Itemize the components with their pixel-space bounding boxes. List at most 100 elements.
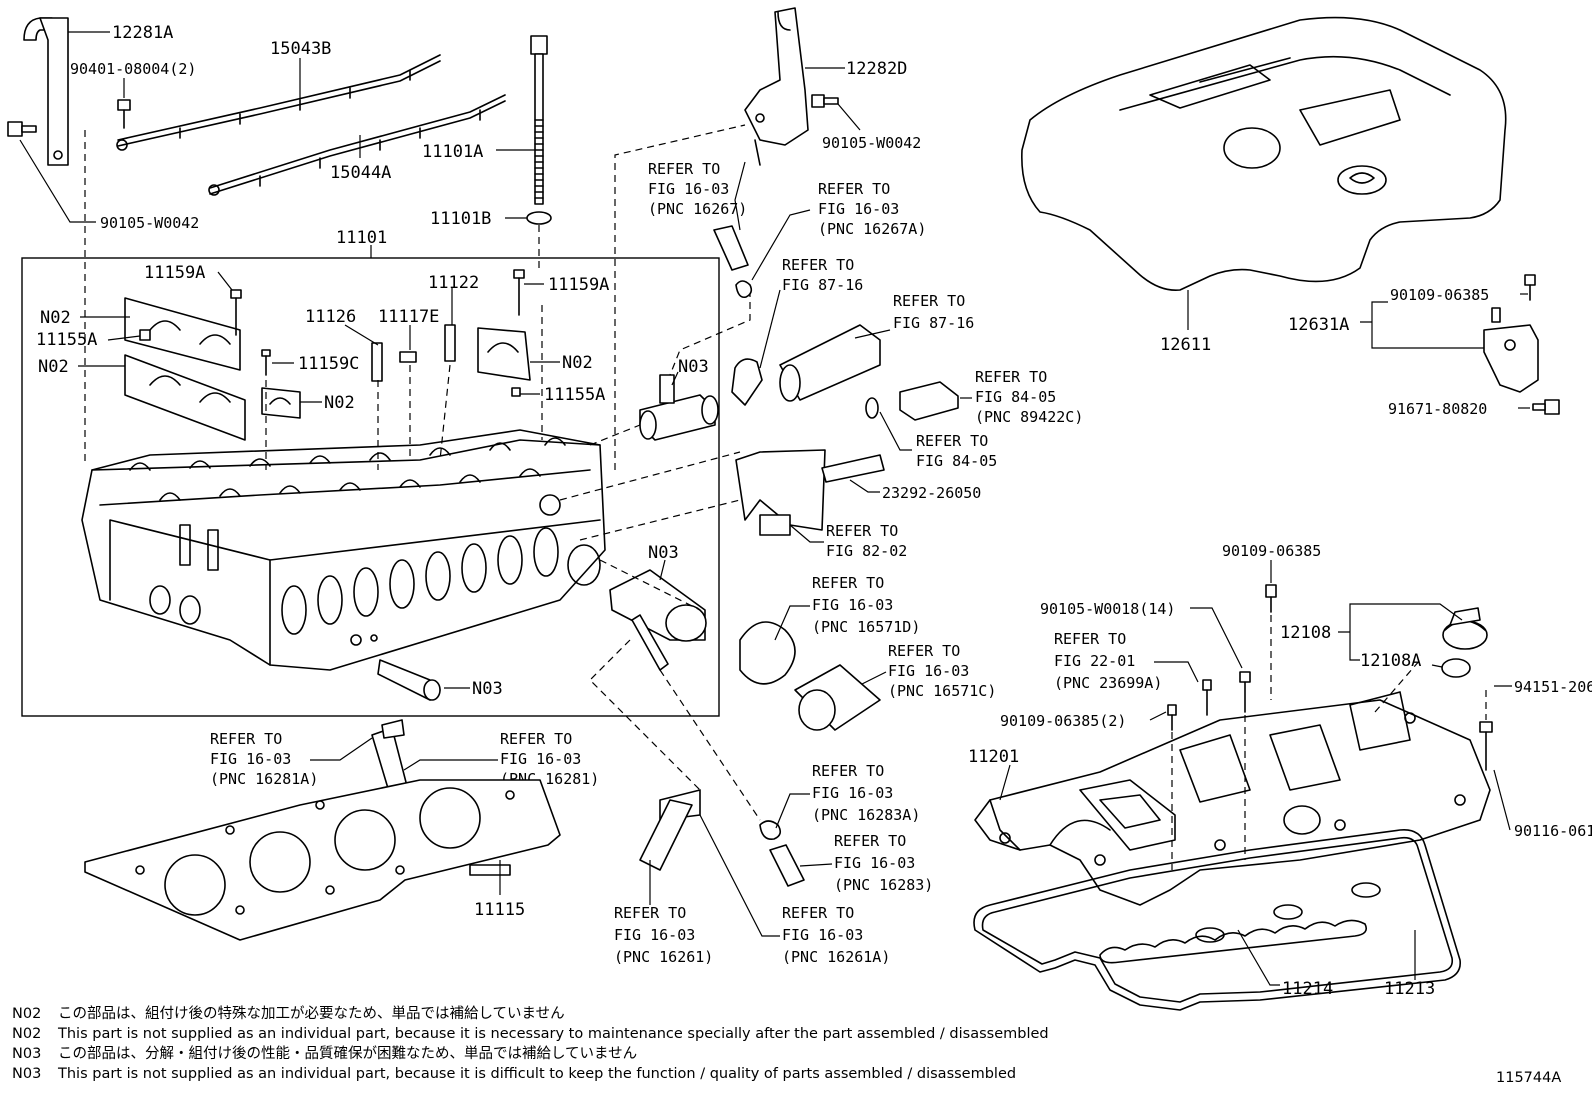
note-code: N02 (12, 1006, 41, 1022)
callout-N02-d: N02 (324, 393, 355, 413)
callout-23292-26050: 23292-26050 (882, 484, 981, 502)
callout-12281A: 12281A (112, 23, 173, 43)
bracket-12282D (744, 7, 809, 166)
refer-r13: REFER TO FIG 16-03 (PNC 16283A) (812, 762, 920, 824)
callout-N03-b: N03 (648, 543, 679, 563)
hoses (371, 225, 881, 887)
svg-text:REFER TO: REFER TO (500, 730, 572, 748)
callout-11122: 11122 (428, 273, 479, 293)
svg-text:REFER TO: REFER TO (975, 368, 1047, 386)
svg-text:FIG 16-03: FIG 16-03 (818, 200, 899, 218)
svg-text:(PNC 16283A): (PNC 16283A) (812, 806, 920, 824)
refer-r9: REFER TO FIG 16-03 (PNC 16571C) (888, 642, 996, 700)
spark-plug-gaskets (1099, 882, 1381, 964)
note-text: This part is not supplied as an individu… (57, 1026, 1049, 1042)
svg-text:REFER TO: REFER TO (1054, 630, 1126, 648)
callout-11159A-right: 11159A (548, 275, 609, 295)
fitting-N03-low (377, 659, 441, 701)
cylinder-head (81, 429, 606, 671)
callout-90401-08004: 90401-08004(2) (70, 60, 196, 78)
callout-11101: 11101 (336, 228, 387, 248)
svg-text:FIG 16-03: FIG 16-03 (888, 662, 969, 680)
callout-11117E: 11117E (378, 307, 439, 327)
callout-N02-b: N02 (38, 357, 69, 377)
refer-r11: REFER TO FIG 16-03 (PNC 16281A) (210, 730, 318, 788)
callout-90109-06385-a: 90109-06385 (1390, 286, 1489, 304)
note-text: This part is not supplied as an individu… (57, 1066, 1016, 1082)
oil-filler-cap (1441, 607, 1488, 678)
svg-text:FIG 16-03: FIG 16-03 (500, 750, 581, 768)
note-code: N02 (12, 1026, 41, 1042)
svg-text:(PNC 16283): (PNC 16283) (834, 876, 933, 894)
svg-text:(PNC 16571C): (PNC 16571C) (888, 682, 996, 700)
callout-11214: 11214 (1282, 979, 1333, 999)
harness-clamps (116, 54, 506, 196)
bolt-90105-left (7, 121, 37, 137)
valve-cover-bolts (1167, 584, 1493, 771)
refer-r15: REFER TO FIG 16-03 (PNC 16261) (614, 904, 713, 966)
fitting-N03-mid (609, 569, 707, 671)
svg-text:FIG 22-01: FIG 22-01 (1054, 652, 1135, 670)
callout-11126: 11126 (305, 307, 356, 327)
svg-text:FIG 16-03: FIG 16-03 (812, 784, 893, 802)
svg-text:REFER TO: REFER TO (834, 832, 906, 850)
callout-11155A-right: 11155A (544, 385, 605, 405)
callout-11101B: 11101B (430, 209, 491, 229)
head-bolt-11101A (526, 35, 552, 225)
svg-text:FIG 84-05: FIG 84-05 (975, 388, 1056, 406)
refer-r16: REFER TO FIG 16-03 (PNC 16261A) (782, 904, 890, 966)
svg-text:REFER TO: REFER TO (826, 522, 898, 540)
footnotes: N02 この部品は、組付け後の特殊な加工が必要なため、単品では補給していません … (12, 1005, 1049, 1082)
refer-r3: REFER TO FIG 87-16 (782, 256, 863, 294)
refer-r5: REFER TO FIG 84-05 (PNC 89422C) (975, 368, 1083, 426)
svg-text:FIG 16-03: FIG 16-03 (834, 854, 915, 872)
note-text: この部品は、組付け後の特殊な加工が必要なため、単品では補給していません (58, 1005, 565, 1022)
callout-11201: 11201 (968, 747, 1019, 767)
refer-r8: REFER TO FIG 16-03 (PNC 16571D) (812, 574, 920, 636)
bolt-90105-top (811, 94, 839, 108)
svg-text:FIG 84-05: FIG 84-05 (916, 452, 997, 470)
svg-text:REFER TO: REFER TO (210, 730, 282, 748)
note-code: N03 (12, 1066, 41, 1082)
callout-N02-a: N02 (40, 308, 71, 328)
refer-r7: REFER TO FIG 82-02 (826, 522, 907, 560)
callout-11159C: 11159C (298, 354, 359, 374)
note-text: この部品は、分解・組付け後の性能・品質確保が困難なため、単品では補給していません (58, 1044, 637, 1062)
svg-text:(PNC 16267A): (PNC 16267A) (818, 220, 926, 238)
callout-11115: 11115 (474, 900, 525, 920)
valve-cover-gasket (973, 828, 1462, 1011)
callout-11101A: 11101A (422, 142, 483, 162)
callout-90105-W0018: 90105-W0018(14) (1040, 600, 1175, 618)
fitting-N03-top (639, 374, 719, 441)
callout-N03-c: N03 (472, 679, 503, 699)
callout-94151-20641: 94151-20641 (1514, 678, 1592, 696)
bearing-caps (124, 297, 531, 441)
callout-15044A: 15044A (330, 163, 391, 183)
callout-12611: 12611 (1160, 335, 1211, 355)
svg-text:REFER TO: REFER TO (648, 160, 720, 178)
svg-text:(PNC 16281A): (PNC 16281A) (210, 770, 318, 788)
engine-cover (1021, 16, 1507, 292)
svg-text:REFER TO: REFER TO (818, 180, 890, 198)
valve-cover (974, 691, 1491, 906)
svg-text:(PNC 89422C): (PNC 89422C) (975, 408, 1083, 426)
head-gasket (84, 779, 561, 941)
bolt-90401 (117, 99, 131, 129)
svg-text:FIG 87-16: FIG 87-16 (893, 314, 974, 332)
sensor-and-brackets (735, 381, 959, 536)
svg-text:FIG 16-03: FIG 16-03 (812, 596, 893, 614)
svg-text:REFER TO: REFER TO (782, 904, 854, 922)
svg-text:REFER TO: REFER TO (888, 642, 960, 660)
callout-90105-W0042-left: 90105-W0042 (100, 214, 199, 232)
svg-text:REFER TO: REFER TO (812, 574, 884, 592)
head-fasteners (139, 269, 525, 397)
svg-text:REFER TO: REFER TO (916, 432, 988, 450)
svg-text:REFER TO: REFER TO (782, 256, 854, 274)
callout-12108: 12108 (1280, 623, 1331, 643)
svg-text:(PNC 23699A): (PNC 23699A) (1054, 674, 1162, 692)
bracket-12281A (23, 17, 69, 166)
refer-r14: REFER TO FIG 16-03 (PNC 16283) (834, 832, 933, 894)
callout-90109-06385-b: 90109-06385 (1222, 542, 1321, 560)
callout-91671-80820: 91671-80820 (1388, 400, 1487, 418)
